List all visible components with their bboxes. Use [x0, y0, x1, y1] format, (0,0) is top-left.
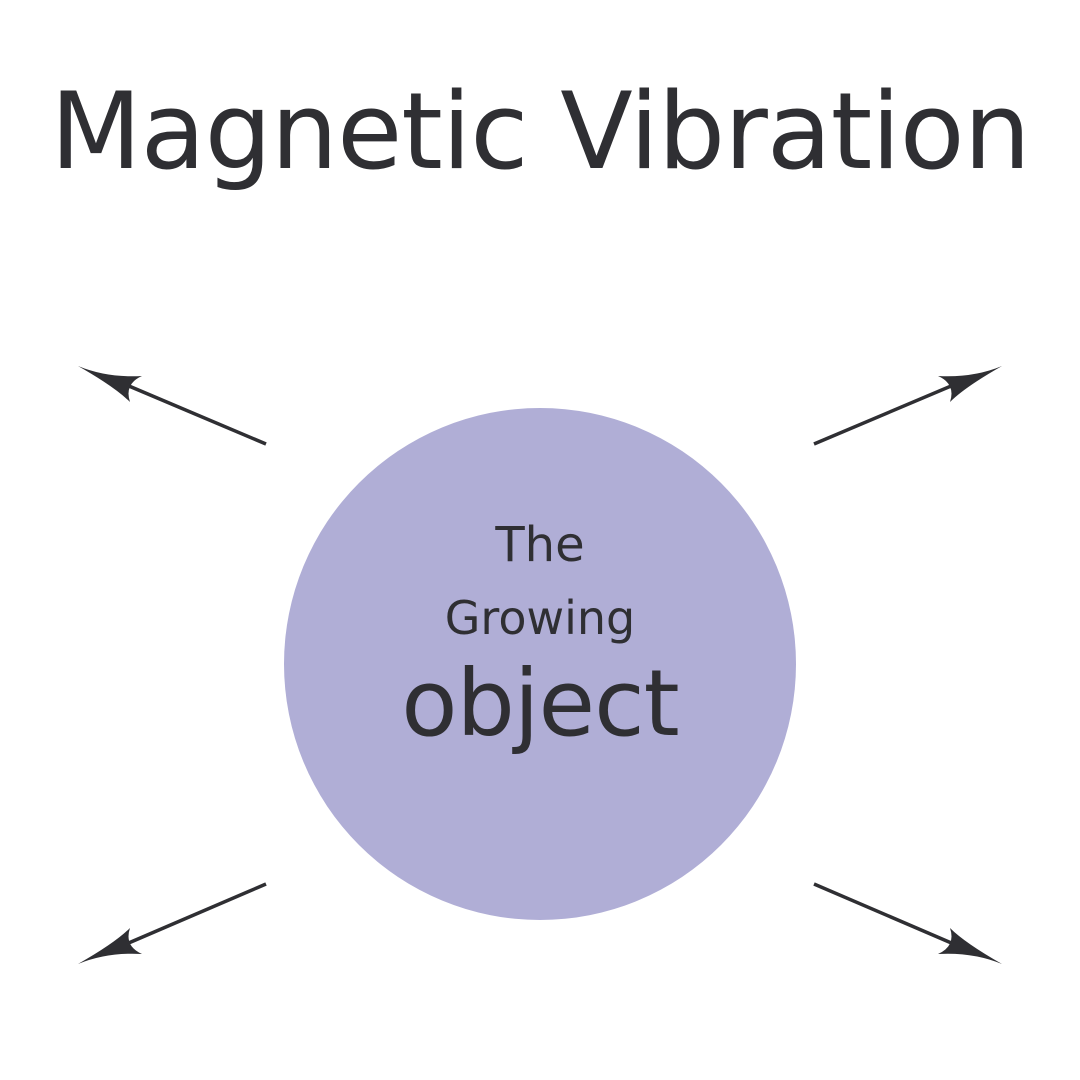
growing-object-circle: [284, 408, 796, 920]
arrow-bottom-left-icon: [78, 882, 267, 964]
arrow-bottom-right-icon: [813, 882, 1002, 964]
arrow-top-right-icon: [813, 366, 1002, 446]
object-label-line2: Growing: [444, 591, 636, 645]
arrow-top-left-icon: [78, 366, 267, 446]
object-label-line3: object: [401, 650, 680, 757]
object-label-line1: The: [495, 517, 585, 573]
diagram-title: Magnetic Vibration: [50, 70, 1031, 193]
